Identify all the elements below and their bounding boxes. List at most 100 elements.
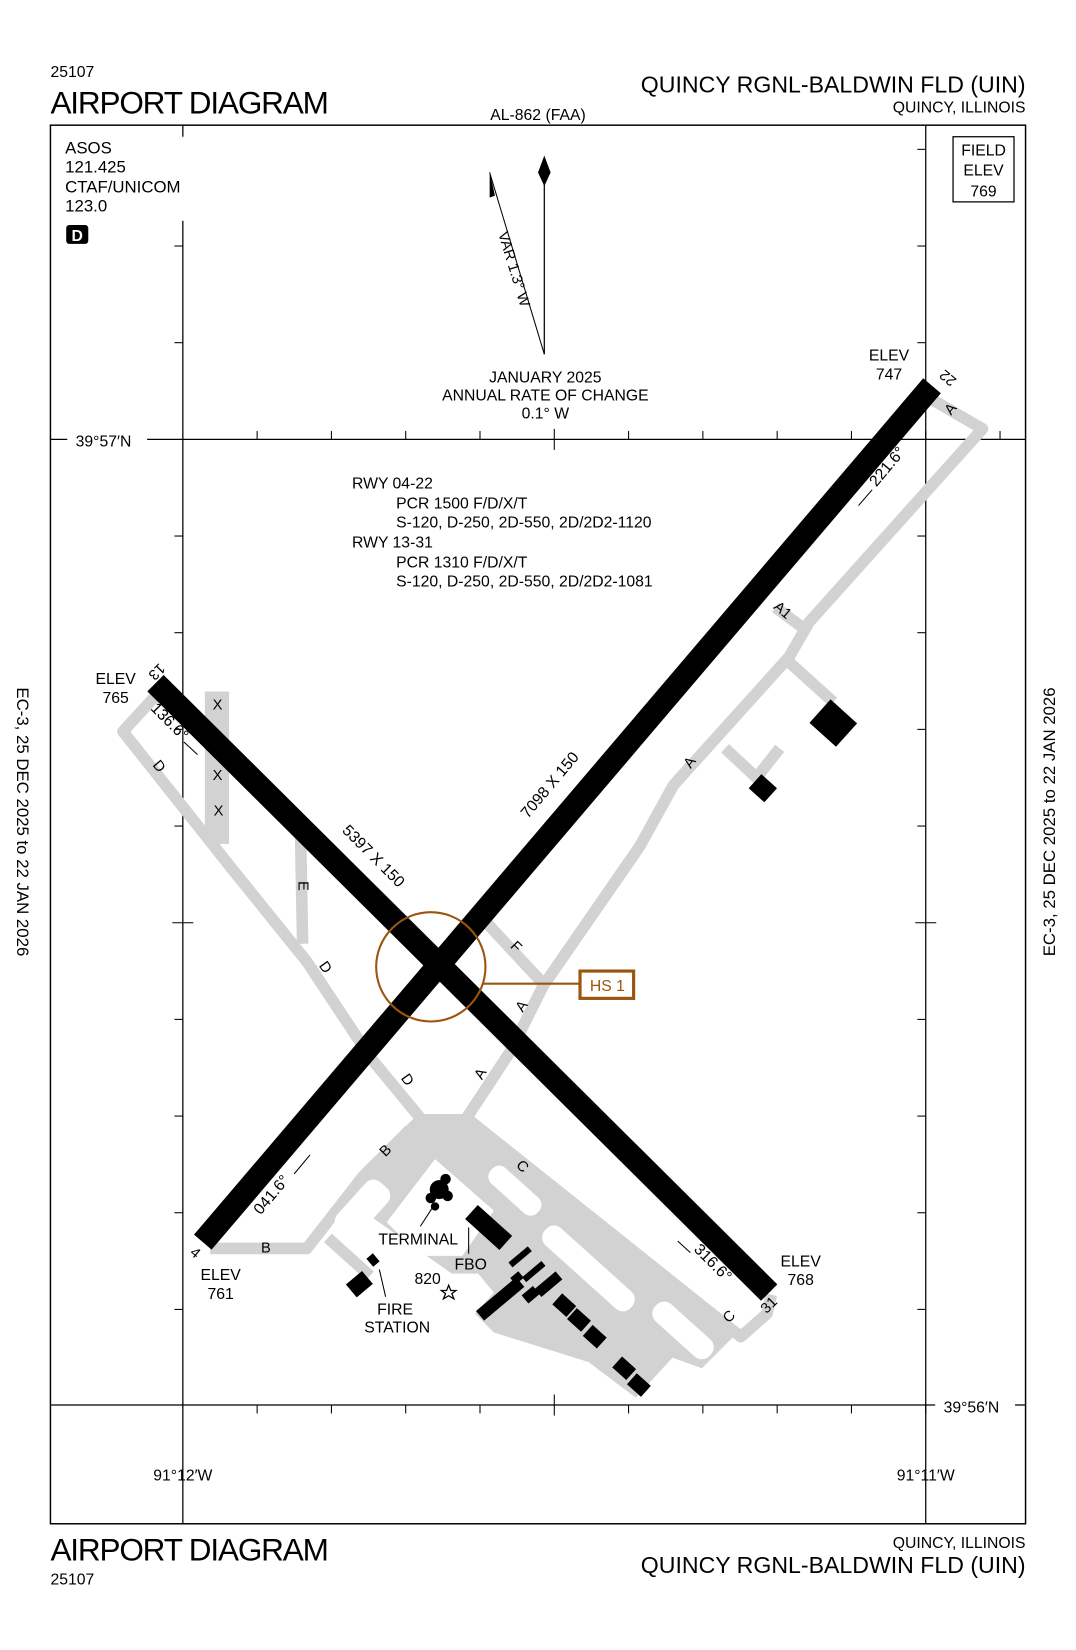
svg-text:S-120, D-250, 2D-550, 2D/2D2-1: S-120, D-250, 2D-550, 2D/2D2-1120 [396,515,652,532]
svg-text:768: 768 [788,1272,815,1289]
taxiway-hangar-spur-south [721,744,785,784]
taxiway-a [457,390,989,1128]
taxiway-e [294,832,309,944]
svg-text:FIELD: FIELD [961,143,1006,160]
svg-text:123.0: 123.0 [65,196,107,215]
footer-chart-type: AIRPORT DIAGRAM [50,1532,328,1568]
beacon-elevation: 820 [415,1271,442,1288]
svg-text:E: E [294,881,310,891]
apron [362,1113,741,1398]
footer-location: QUINCY, ILLINOIS [893,1535,1026,1552]
diagram-frame [49,124,1027,1525]
footer-airport-name: QUINCY RGNL-BALDWIN FLD (UIN) [641,1552,1026,1578]
taxiway-network [117,390,989,1398]
svg-text:PCR 1310 F/D/X/T: PCR 1310 F/D/X/T [396,555,528,572]
terminal-area [386,1159,494,1256]
svg-text:S-120, D-250, 2D-550, 2D/2D2-1: S-120, D-250, 2D-550, 2D/2D2-1081 [396,573,653,590]
field-elevation: FIELD ELEV 769 [961,143,1006,201]
airport-name: QUINCY RGNL-BALDWIN FLD (UIN) [641,72,1026,98]
left-effective-dates: EC-3, 25 DEC 2025 to 22 JAN 2026 [13,687,32,956]
taxiway-hangar-spur-north [785,657,838,707]
svg-text:X: X [214,804,224,820]
terminal-building [425,1173,453,1211]
taxiway-c [731,1293,777,1343]
atis-badge-letter: D [72,228,83,245]
runway-13-elevation: ELEV 765 [95,671,136,707]
longitude-label-east: 91°11′W [897,1468,955,1485]
apron-island [334,1179,391,1238]
svg-text:121.425: 121.425 [65,157,126,176]
svg-text:X: X [213,768,223,784]
magnetic-north-arrowhead-icon [489,171,495,198]
longitude-label-west: 91°12′W [153,1468,212,1485]
svg-text:JANUARY 2025: JANUARY 2025 [489,370,602,387]
svg-text:ELEV: ELEV [963,163,1004,180]
hotspot-label-box[interactable] [578,969,636,1000]
fire-station-label: FIRE STATION [364,1302,430,1337]
runway-31-heading-arrow-icon [677,1240,691,1254]
svg-text:765: 765 [102,690,129,707]
latitude-label-south: 39°56′N [944,1399,1000,1416]
svg-text:ELEV: ELEV [781,1253,822,1270]
svg-text:RWY 04-22: RWY 04-22 [352,476,433,493]
svg-text:ANNUAL RATE OF CHANGE: ANNUAL RATE OF CHANGE [442,387,649,404]
beacon-star-icon [439,1283,458,1301]
svg-text:ELEV: ELEV [869,348,910,365]
fire-station-arrow-icon [378,1269,387,1297]
chart-type-title: AIRPORT DIAGRAM [50,85,328,121]
runway-4-heading-arrow-icon [293,1154,311,1175]
runway-13-31 [147,674,778,1301]
fbo-label: FBO [455,1256,487,1273]
hotspot-circle [375,911,487,1023]
runway-end-4: 4 [187,1245,204,1263]
svg-text:747: 747 [876,366,902,383]
svg-text:RWY 13-31: RWY 13-31 [352,535,433,552]
terminal-arrow-icon [419,1208,433,1227]
svg-text:761: 761 [208,1286,234,1303]
hangar-south [748,774,778,803]
runway-22-elevation: ELEV 747 [869,348,910,384]
fire-station-building [345,1270,373,1298]
latitude-label-north: 39°57′N [76,434,132,451]
taxiway-f [482,918,548,988]
true-north-arrowhead-icon [538,155,551,187]
svg-text:FIRE: FIRE [377,1302,413,1319]
hangar-north [809,699,858,747]
magnetic-north-arrow [489,172,545,355]
taxiway-fire-station [323,1233,374,1281]
runway-end-22: 22 [937,366,960,389]
hotspot-label: HS 1 [590,978,625,995]
svg-text:CTAF/UNICOM: CTAF/UNICOM [65,177,180,196]
magnetic-epoch: JANUARY 2025 ANNUAL RATE OF CHANGE 0.1° … [442,370,649,423]
apron-island [652,1301,714,1360]
pavement-classification: RWY 04-22 PCR 1500 F/D/X/T S-120, D-250,… [352,476,653,591]
buildings [345,699,858,1397]
apron-island [488,1165,542,1216]
svg-text:ELEV: ELEV [95,671,136,688]
runway-22-heading-arrow-icon [858,489,873,506]
taxiway-d [117,689,431,1129]
procedure-id: AL-862 (FAA) [490,107,585,124]
runway-4-elevation: ELEV 761 [201,1267,242,1303]
right-effective-dates: EC-3, 25 DEC 2025 to 22 JAN 2026 [1040,687,1059,956]
terminal-label: TERMINAL [378,1231,458,1248]
svg-text:ASOS: ASOS [65,139,112,158]
comm-frequencies: ASOS 121.425 CTAF/UNICOM 123.0 [65,139,180,216]
chart-number: 25107 [50,64,94,81]
taxiway-a1 [772,602,811,636]
runway-31-elevation: ELEV 768 [781,1253,822,1289]
atis-badge [66,225,89,244]
svg-text:769: 769 [970,184,997,201]
svg-text:0.1° W: 0.1° W [522,405,570,422]
svg-text:STATION: STATION [364,1320,430,1337]
field-elevation-box [952,136,1015,203]
svg-text:ELEV: ELEV [201,1267,242,1284]
magnetic-variation: VAR 1.3° W [494,230,532,309]
svg-text:PCR 1500 F/D/X/T: PCR 1500 F/D/X/T [396,496,528,513]
grid-ticks [172,148,1001,1416]
svg-text:X: X [213,697,223,713]
svg-text:B: B [261,1241,271,1257]
airport-location: QUINCY, ILLINOIS [893,100,1026,117]
apron-island [542,1225,635,1312]
